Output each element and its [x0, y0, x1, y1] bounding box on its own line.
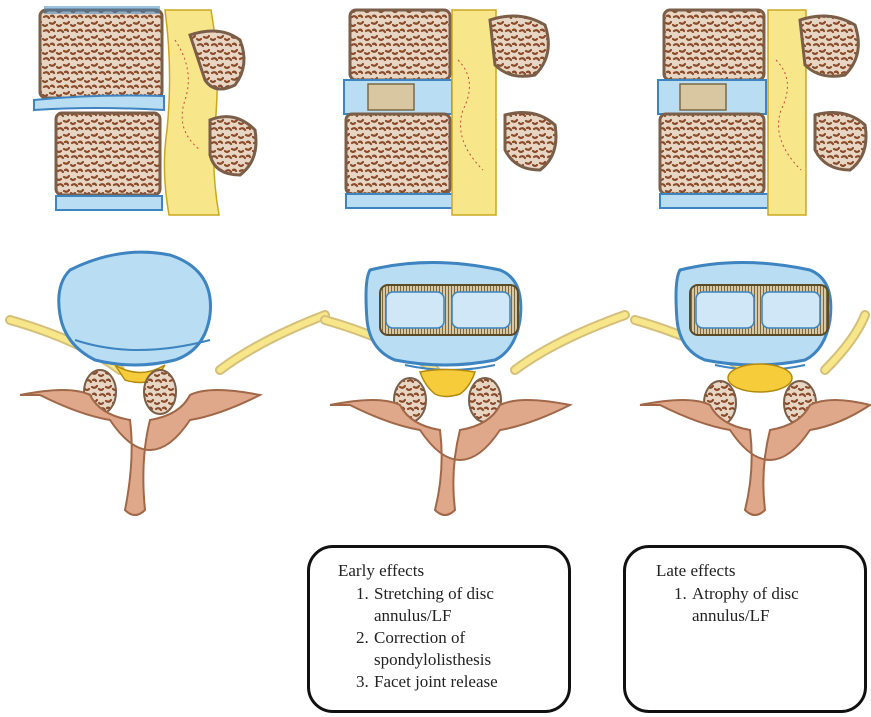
list-item: 2. Correction of spondylolisthesis	[356, 627, 558, 671]
early-effects-list: 1. Stretching of disc annulus/LF 2. Corr…	[338, 583, 558, 693]
list-item-number: 1.	[356, 583, 369, 605]
sagittal-native	[34, 10, 256, 215]
late-effects-list: 1. Atrophy of disc annulus/LF	[656, 583, 854, 627]
list-item-text: Facet joint release	[374, 672, 498, 691]
list-item-text: Correction of spondylolisthesis	[374, 628, 491, 669]
axial-early	[325, 263, 625, 516]
list-item: 1. Atrophy of disc annulus/LF	[674, 583, 854, 627]
list-item-number: 1.	[674, 583, 687, 605]
list-item-number: 2.	[356, 627, 369, 649]
late-effects-box: Late effects 1. Atrophy of disc annulus/…	[623, 545, 867, 713]
list-item-number: 3.	[356, 671, 369, 693]
list-item: 1. Stretching of disc annulus/LF	[356, 583, 558, 627]
axial-late	[635, 263, 870, 516]
sagittal-early	[344, 10, 556, 215]
early-effects-title: Early effects	[338, 560, 558, 582]
list-item: 3. Facet joint release	[356, 671, 558, 693]
list-item-text: Atrophy of disc annulus/LF	[692, 584, 799, 625]
early-effects-box: Early effects 1. Stretching of disc annu…	[307, 545, 571, 713]
late-effects-title: Late effects	[656, 560, 854, 582]
list-item-text: Stretching of disc annulus/LF	[374, 584, 494, 625]
axial-native	[10, 252, 325, 515]
sagittal-late	[658, 10, 866, 215]
